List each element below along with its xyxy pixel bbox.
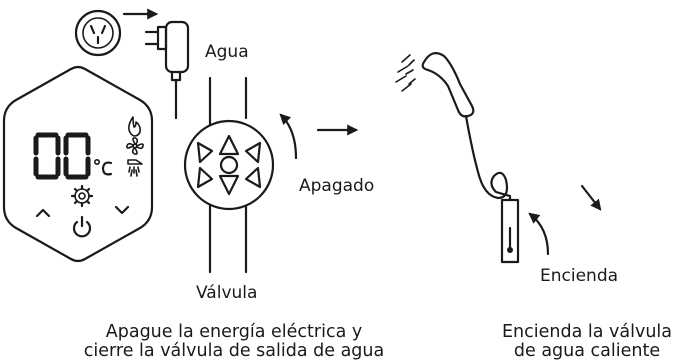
chevron-down-icon[interactable] bbox=[114, 205, 130, 215]
flame-icon bbox=[128, 116, 141, 137]
valve-label: Válvula bbox=[196, 283, 258, 303]
hot-water-valve-icon bbox=[500, 198, 520, 264]
right-caption-line1: Encienda la válvula bbox=[501, 322, 672, 342]
water-pipe bbox=[208, 76, 248, 274]
water-label: Agua bbox=[205, 42, 249, 62]
chevron-up-icon[interactable] bbox=[35, 208, 51, 218]
celsius-symbol bbox=[101, 161, 113, 176]
fan-icon bbox=[126, 137, 144, 155]
off-label: Apagado bbox=[299, 176, 375, 196]
hand-shower-icon bbox=[395, 51, 475, 118]
power-plug-icon bbox=[144, 20, 190, 120]
turn-on-label: Encienda bbox=[540, 266, 619, 286]
power-icon[interactable] bbox=[72, 215, 92, 238]
gear-icon[interactable] bbox=[70, 184, 94, 208]
power-socket-icon bbox=[74, 9, 122, 57]
temperature-display bbox=[33, 132, 91, 180]
close-valve-arrow bbox=[279, 113, 298, 160]
shower-icon bbox=[127, 159, 143, 177]
open-valve-arrow bbox=[528, 212, 550, 256]
right-caption-line2: de agua caliente bbox=[513, 341, 661, 361]
left-caption-line1: Apague la energía eléctrica y bbox=[105, 322, 363, 342]
left-caption-line2: cierre la válvula de salida de agua bbox=[83, 341, 385, 361]
valve-icon bbox=[183, 119, 275, 211]
control-panel bbox=[2, 65, 154, 263]
degree-symbol bbox=[94, 159, 101, 166]
diagonal-arrow bbox=[580, 184, 602, 211]
shower-hose bbox=[464, 114, 512, 200]
